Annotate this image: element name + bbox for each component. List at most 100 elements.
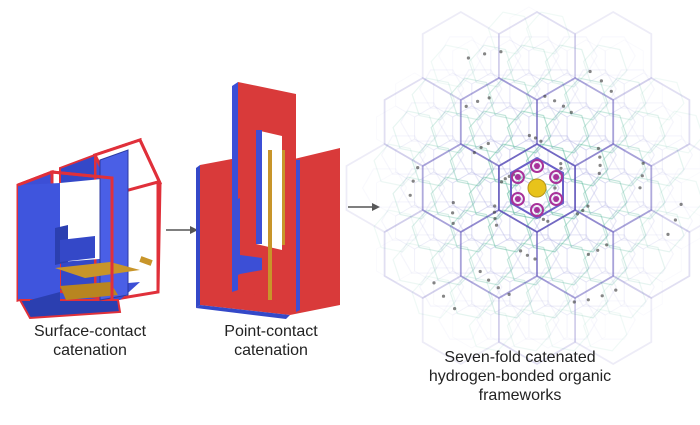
framework-ring [552, 300, 598, 340]
framework-node [503, 177, 507, 181]
framework-node [476, 99, 480, 103]
framework-node [451, 211, 455, 215]
framework-node [408, 193, 412, 197]
framework-ring [666, 168, 700, 208]
framework-node [487, 96, 491, 100]
framework-ring [487, 275, 533, 319]
framework-ring [376, 237, 416, 283]
framework-ring [395, 138, 435, 184]
framework-ring [536, 208, 615, 300]
framework-ring [647, 135, 694, 175]
framework-ring [525, 77, 571, 121]
framework-node [507, 292, 511, 296]
framework-ring [471, 138, 511, 184]
framework-ring [433, 204, 473, 250]
framework-ring [421, 274, 500, 366]
framework-ring [476, 234, 522, 274]
framework-ring [433, 72, 473, 118]
framework-ring [602, 77, 647, 121]
framework-ring [438, 102, 484, 142]
framework-ring [430, 110, 476, 154]
framework-ring [621, 242, 666, 286]
framework-node [586, 204, 590, 208]
guest-ring [549, 192, 564, 206]
framework-ring [449, 275, 495, 319]
framework-ring [452, 171, 492, 217]
caption-surface-contact: Surface-contact catenation [33, 323, 147, 359]
guest-atom [514, 196, 521, 202]
framework-ring [457, 135, 503, 175]
framework-node [486, 141, 490, 146]
framework-node [569, 110, 573, 114]
framework-node [432, 281, 436, 285]
framework-ring [602, 209, 647, 253]
framework-ring [509, 72, 549, 118]
framework-ring [376, 105, 416, 151]
framework-ring [411, 77, 456, 121]
framework-ring [650, 142, 700, 234]
framework-ring [411, 209, 456, 253]
framework-node [597, 171, 601, 175]
framework-ring [566, 237, 606, 283]
guest-ring [530, 203, 544, 217]
framework-node [499, 180, 504, 184]
framework-node [546, 219, 550, 223]
framework-node [499, 50, 503, 54]
framework-ring [590, 36, 636, 76]
framework-node [640, 174, 644, 178]
framework-ring [609, 135, 655, 175]
framework-ring [612, 208, 691, 300]
framework-ring [525, 275, 571, 319]
framework-ring [628, 234, 674, 274]
framework-ring [585, 270, 625, 316]
framework-node [487, 278, 491, 282]
framework-ring [604, 171, 644, 217]
framework-node [559, 166, 563, 170]
framework-ring [430, 242, 476, 286]
framework-ring [380, 201, 427, 241]
framework-node [614, 288, 618, 292]
framework-ring [590, 300, 636, 340]
framework-ring [376, 171, 416, 217]
framework-ring [566, 303, 606, 349]
framework-ring [552, 102, 598, 142]
framework-ring [380, 135, 427, 175]
framework-ring [640, 143, 685, 187]
framework-ring [585, 138, 625, 184]
framework-ring [533, 69, 579, 109]
framework-node [472, 151, 476, 155]
framework-ring [459, 208, 538, 300]
framework-node [559, 162, 563, 166]
framework-ring [373, 143, 418, 187]
framework-ring [609, 69, 655, 109]
framework-ring [476, 102, 522, 142]
framework-ring [609, 267, 655, 307]
framework-ring [373, 209, 418, 253]
framework-ring [506, 110, 552, 154]
framework-ring [430, 44, 476, 88]
framework-node [527, 133, 532, 138]
framework-ring [552, 36, 598, 76]
framework-node [553, 99, 557, 103]
framework-ring [411, 275, 456, 319]
framework-node [598, 163, 602, 167]
framework-ring [514, 36, 560, 76]
framework-ring [525, 11, 571, 55]
framework-ring [498, 10, 576, 102]
framework-ring [661, 204, 700, 250]
framework-ring [449, 77, 495, 121]
framework-ring [621, 176, 666, 220]
framework-ring [544, 110, 590, 154]
guest-ring [510, 170, 525, 184]
framework-ring [468, 308, 514, 352]
framework-node [533, 136, 538, 140]
framework-ring [498, 142, 576, 234]
framework-node [496, 286, 500, 290]
framework-ring [642, 105, 682, 151]
framework-node [478, 269, 482, 274]
framework-ring [582, 242, 628, 286]
framework-ring [623, 72, 663, 118]
